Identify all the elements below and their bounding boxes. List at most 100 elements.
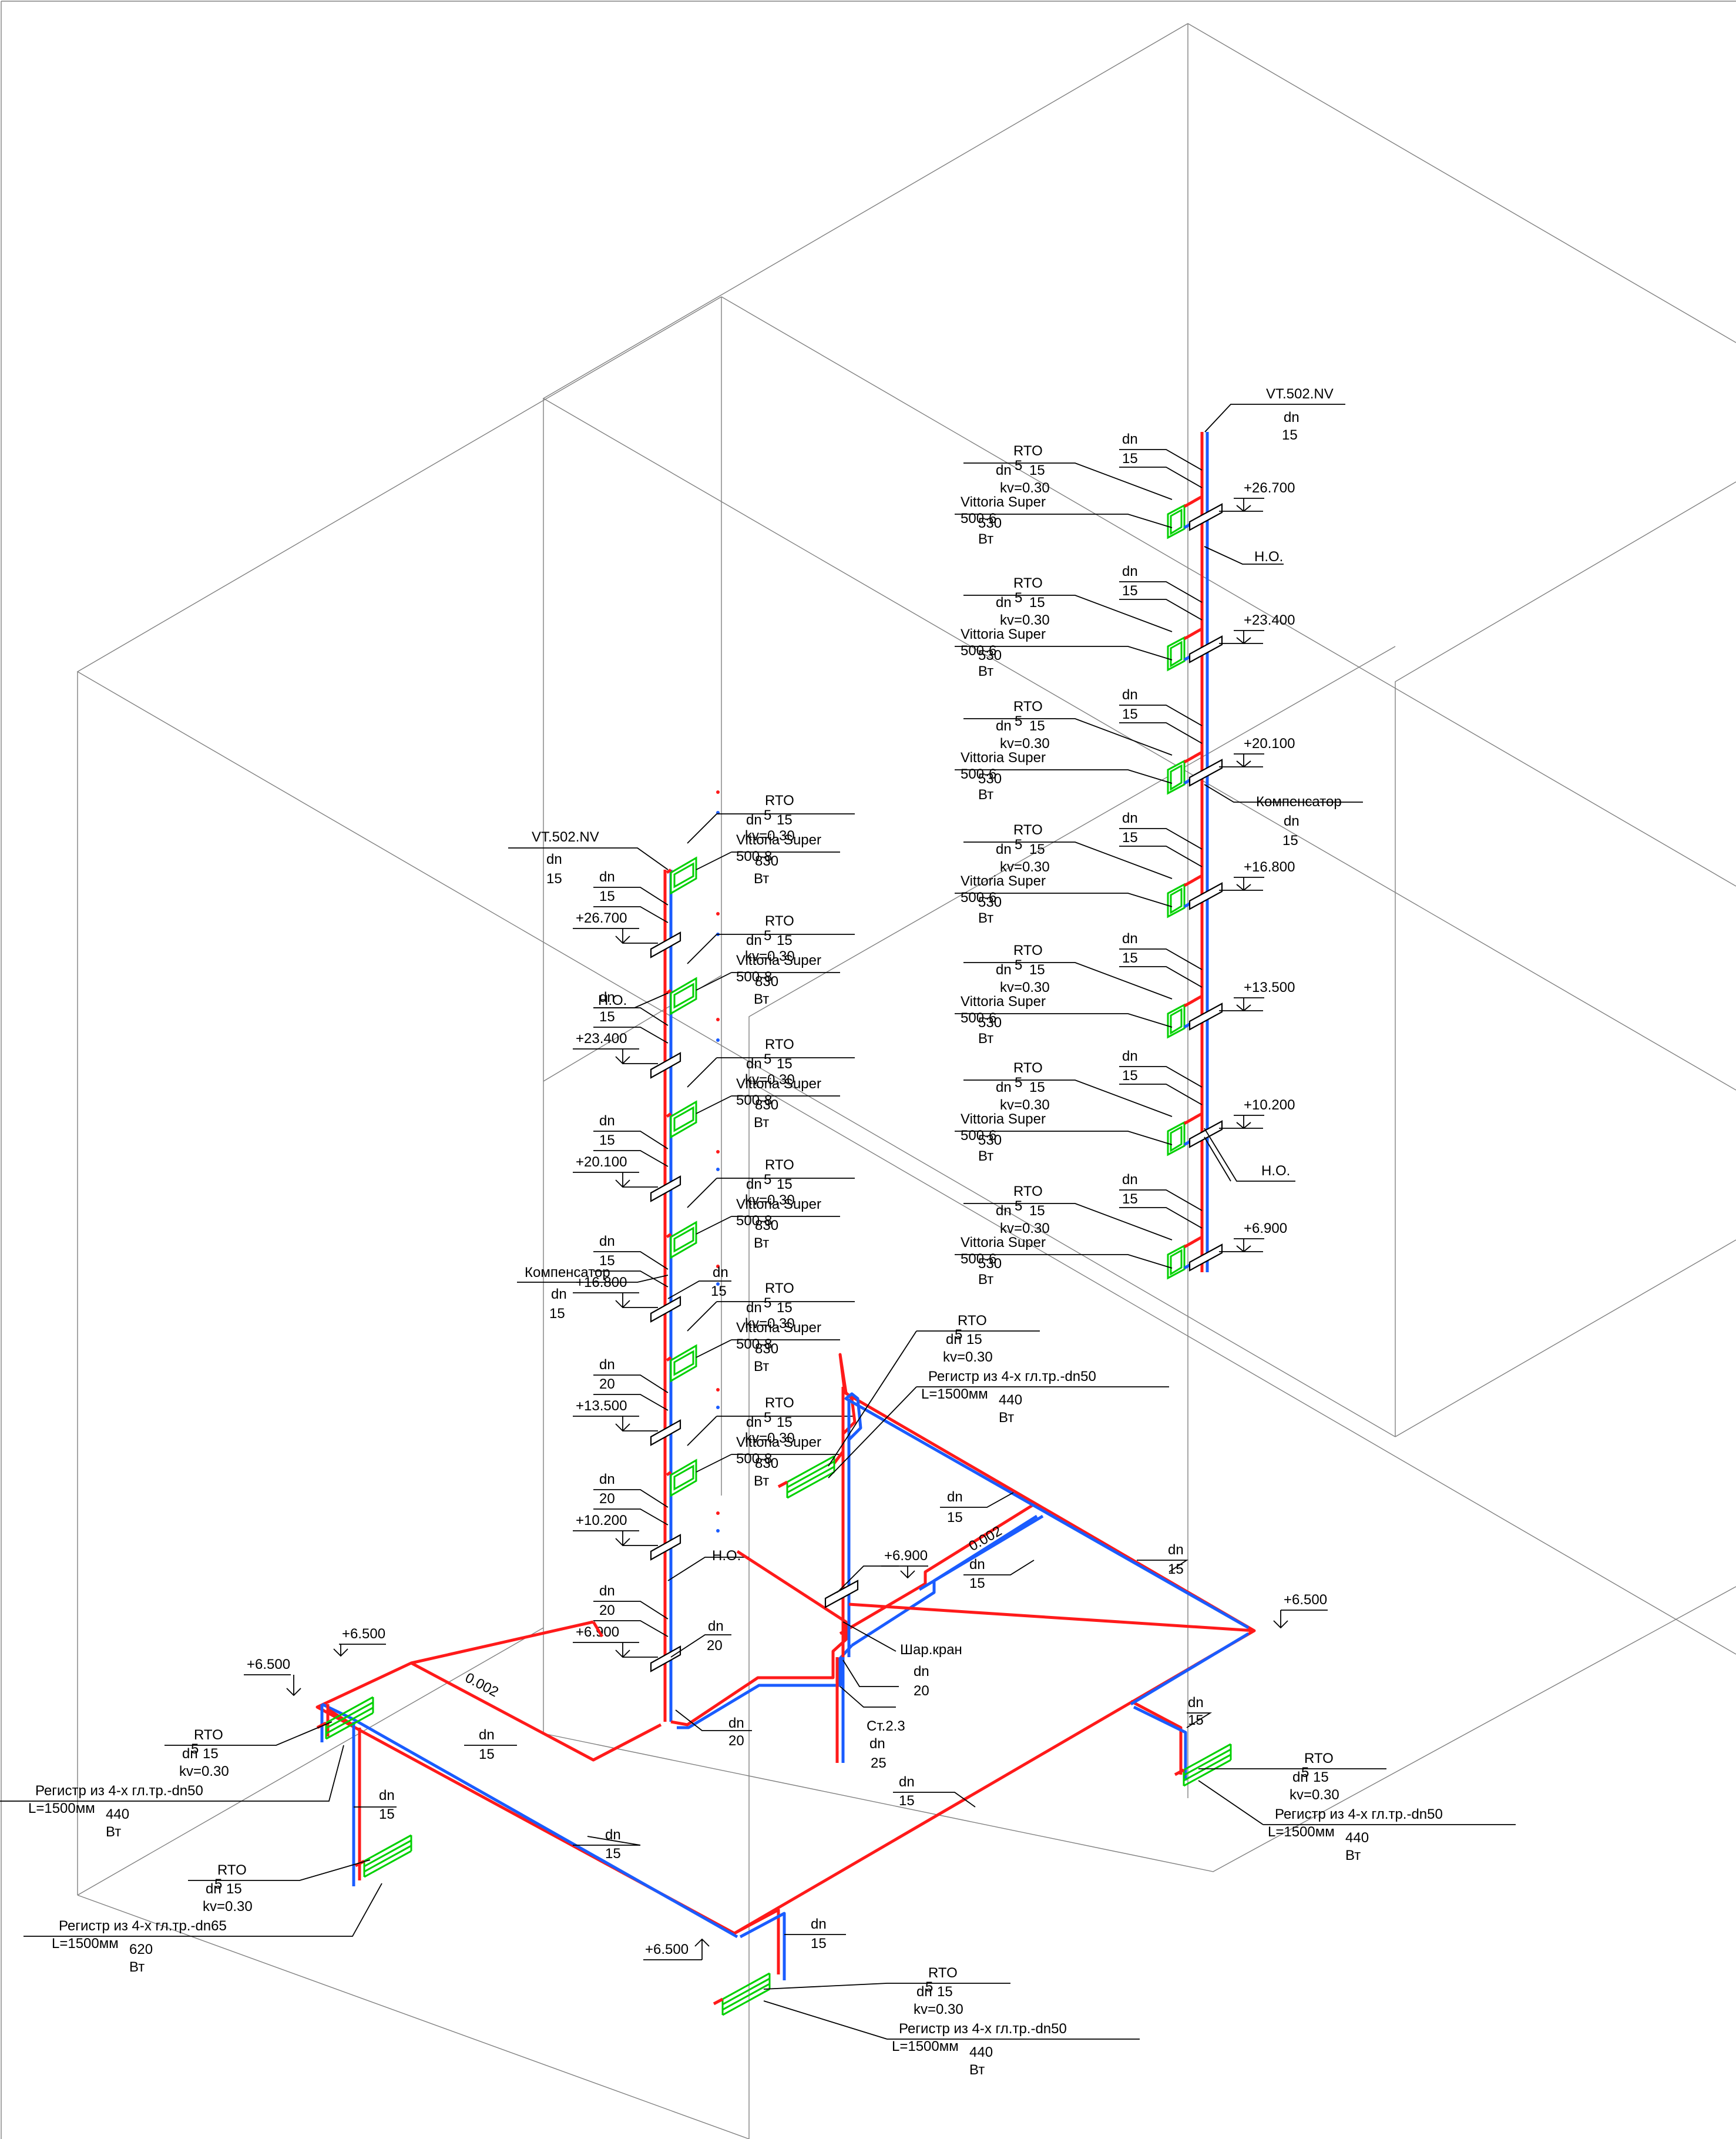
extra-size: 15 bbox=[711, 1283, 727, 1299]
pipe-size: 15 bbox=[1122, 706, 1138, 722]
pipe-size: 15 bbox=[1122, 1191, 1138, 1207]
register-unit: Вт bbox=[106, 1824, 121, 1840]
register-dn: dn bbox=[1292, 1769, 1308, 1785]
register-kv: kv=0.30 bbox=[1290, 1787, 1339, 1803]
valve-kv: kv=0.30 bbox=[745, 1316, 795, 1332]
register-unit: Вт bbox=[969, 2062, 985, 2078]
register-fraction: 5 bbox=[214, 1876, 222, 1892]
valve-size: 15 bbox=[1029, 462, 1045, 478]
register-description: Регистр из 4-х гл.тр.-dn50 bbox=[35, 1783, 203, 1799]
branch-dn-1: dn bbox=[947, 1489, 963, 1505]
level-mark: +13.500 bbox=[576, 1398, 627, 1414]
branch-size-2: 15 bbox=[969, 1575, 985, 1591]
branch-size-1: 15 bbox=[947, 1510, 963, 1526]
compensator-size: 15 bbox=[1282, 833, 1298, 849]
register-valve: RTO bbox=[194, 1727, 223, 1743]
valve-size: 15 bbox=[1029, 962, 1045, 978]
pipe-size: 15 bbox=[599, 1132, 615, 1148]
supply-dots bbox=[716, 790, 720, 1533]
heater-unit: Вт bbox=[978, 663, 993, 679]
register-valve: RTO bbox=[1304, 1751, 1334, 1766]
valve-name: RTO bbox=[765, 913, 794, 929]
register-fraction: 5 bbox=[925, 1979, 933, 1995]
register-size: 15 bbox=[226, 1881, 242, 1897]
valve-size: 15 bbox=[777, 1414, 793, 1430]
level-6900: +6.900 bbox=[884, 1548, 928, 1564]
register-kv: kv=0.30 bbox=[203, 1899, 253, 1915]
heater-power: 830 bbox=[755, 1097, 778, 1113]
register-size: 15 bbox=[937, 1984, 953, 2000]
pipe-dn: dn bbox=[599, 1471, 615, 1487]
valve-size: 15 bbox=[1029, 1079, 1045, 1095]
valve-dn: dn bbox=[746, 1176, 762, 1192]
pipe-dn: dn bbox=[599, 869, 615, 885]
register-length: L=1500мм bbox=[892, 2039, 959, 2054]
heater-name: Vittoria Super bbox=[736, 1196, 821, 1212]
sleeve bbox=[1188, 1243, 1223, 1272]
heater-size: 500-6 bbox=[961, 890, 996, 906]
heater-size: 500-6 bbox=[961, 766, 996, 782]
valve-kv: kv=0.30 bbox=[745, 828, 795, 844]
riser-dn-label: dn bbox=[546, 851, 562, 867]
valve-fraction: 5 bbox=[764, 1410, 771, 1426]
heater-power: 530 bbox=[978, 1015, 1002, 1031]
pipe-dn: dn bbox=[1122, 687, 1138, 703]
heater-name: Vittoria Super bbox=[961, 626, 1046, 642]
register-dn: dn bbox=[206, 1881, 221, 1897]
pipe-size: 15 bbox=[1122, 830, 1138, 846]
heater-name: Vittoria Super bbox=[961, 1235, 1046, 1250]
branch-dn-4: dn bbox=[1188, 1695, 1204, 1711]
sleeve bbox=[1188, 503, 1223, 531]
pipe-dn: dn bbox=[599, 1583, 615, 1599]
heater-unit: Вт bbox=[754, 1235, 769, 1251]
riser-name: VT.502.NV bbox=[1266, 386, 1334, 402]
valve-size: 15 bbox=[777, 1176, 793, 1192]
dn20-size-2: 20 bbox=[728, 1733, 744, 1749]
branch-size-7: 15 bbox=[379, 1806, 395, 1822]
register-length: L=1500мм bbox=[28, 1801, 95, 1816]
heater-power: 530 bbox=[978, 771, 1002, 787]
heater-size: 500-8 bbox=[736, 1336, 772, 1352]
pipe-dn: dn bbox=[1122, 431, 1138, 447]
valve-fraction: 5 bbox=[1015, 837, 1022, 853]
pipe-size: 15 bbox=[1122, 583, 1138, 599]
level-6500-a: +6.500 bbox=[1284, 1592, 1327, 1608]
sleeve bbox=[1188, 759, 1223, 787]
sleeve bbox=[650, 1534, 681, 1561]
branch-size-9: 15 bbox=[811, 1936, 827, 1952]
valve-kv: kv=0.30 bbox=[1000, 480, 1050, 496]
heater-name: Vittoria Super bbox=[736, 1434, 821, 1450]
heater-power: 830 bbox=[755, 974, 778, 990]
register-size: 15 bbox=[1313, 1769, 1329, 1785]
register-description: Регистр из 4-х гл.тр.-dn65 bbox=[59, 1918, 227, 1934]
compensator-dn: dn bbox=[551, 1286, 567, 1302]
valve-fraction: 5 bbox=[1015, 1198, 1022, 1214]
right-riser: VT.502.NV dn 15 bbox=[1200, 386, 1345, 1272]
register-kv: kv=0.30 bbox=[914, 2001, 963, 2017]
valve-name: RTO bbox=[1013, 575, 1043, 591]
valve-dn: dn bbox=[996, 962, 1012, 978]
register-length: L=1500мм bbox=[921, 1386, 988, 1402]
sleeve bbox=[650, 1052, 681, 1079]
heater-unit: Вт bbox=[754, 1473, 769, 1489]
sleeve bbox=[1188, 1003, 1223, 1031]
register-power: 620 bbox=[129, 1942, 153, 1957]
valve-size: 15 bbox=[1029, 1203, 1045, 1219]
heater-power: 830 bbox=[755, 1218, 778, 1233]
heater-name: Vittoria Super bbox=[736, 1076, 821, 1092]
valve-name: RTO bbox=[765, 1280, 794, 1296]
level-mark: +20.100 bbox=[576, 1154, 627, 1170]
heater-unit: Вт bbox=[754, 991, 769, 1007]
pipe-size: 20 bbox=[599, 1602, 615, 1618]
ball-valve-size: 20 bbox=[914, 1683, 929, 1699]
register-unit: Вт bbox=[1345, 1848, 1361, 1863]
register-valve: RTO bbox=[928, 1965, 958, 1981]
